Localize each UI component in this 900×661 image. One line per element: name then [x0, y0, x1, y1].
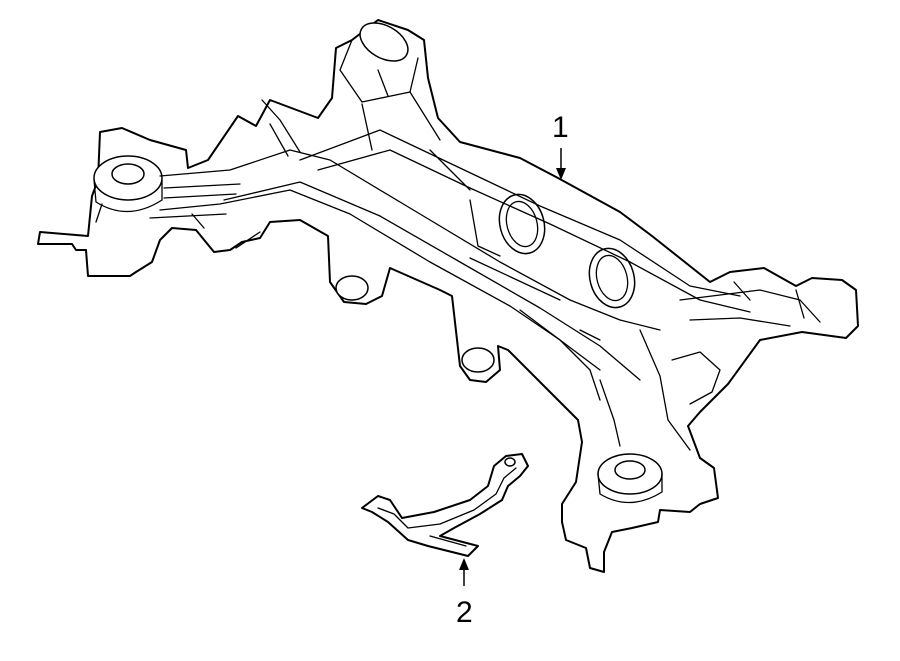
lower-web-lines: [469, 199, 601, 401]
right-bushing-sleeve: [597, 473, 663, 504]
lug-eye-right: [461, 347, 495, 373]
left-arm-edge: [149, 183, 241, 219]
callout-1-arrowhead: [556, 168, 566, 180]
upper-rail: [299, 129, 741, 297]
subframe-part[interactable]: [37, 15, 859, 573]
top-link-lines: [361, 69, 471, 191]
cross-tube-right: [588, 247, 636, 309]
cross-tube-right-inner: [595, 254, 629, 302]
callout-1-label: 1: [552, 111, 569, 144]
callout-2: 2: [456, 558, 473, 629]
upper-rail-inner: [317, 149, 751, 313]
rear-leg-lines: [599, 329, 721, 451]
bracket-part[interactable]: [361, 453, 529, 557]
right-arm-lines: [679, 281, 821, 327]
callout-2-arrowhead: [459, 558, 469, 570]
callout-2-label: 2: [456, 596, 473, 629]
main-beam-centerline: [223, 181, 641, 381]
callout-1: 1: [552, 111, 569, 180]
top-bushing-sleeve: [339, 39, 419, 103]
bracket-tab-line: [429, 535, 467, 547]
cross-tube-left: [498, 193, 546, 255]
bracket-bolt-hole: [504, 457, 516, 467]
cross-tube-left-inner: [505, 200, 539, 248]
top-bushing: [359, 22, 409, 62]
right-bushing-hole: [614, 460, 646, 480]
subframe-outline: [37, 19, 859, 573]
left-bushing-hole: [111, 163, 145, 185]
left-bushing-sleeve: [93, 179, 163, 213]
bracket-flange-line: [377, 467, 517, 529]
main-beam-edge-top: [159, 149, 661, 331]
left-web-lines: [95, 99, 301, 249]
bracket-outline: [361, 453, 529, 557]
lug-eye-left: [335, 275, 369, 301]
